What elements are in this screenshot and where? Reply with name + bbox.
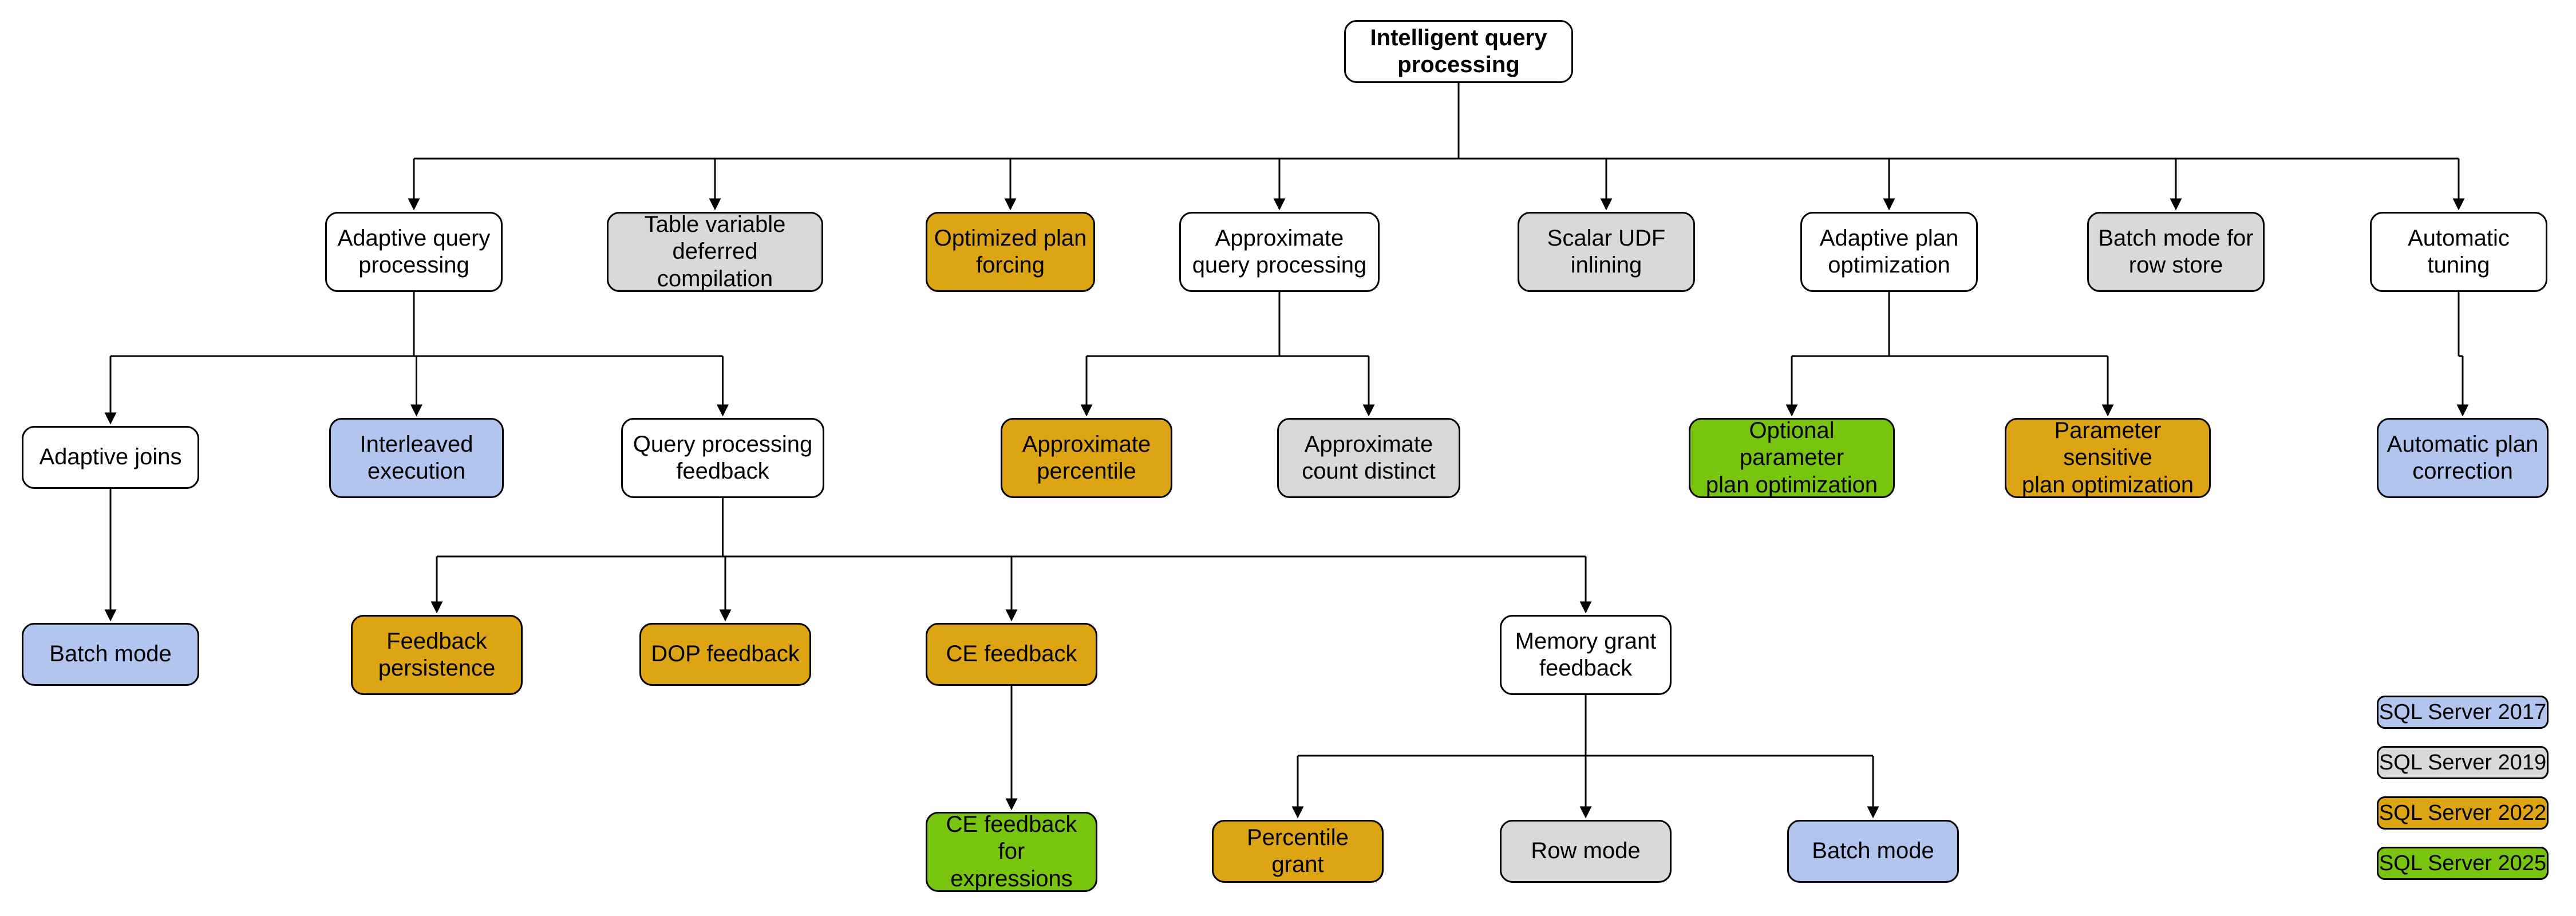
node-table-variable-deferred-compilation[interactable]: Table variable deferred compilation xyxy=(607,212,823,292)
node-batch-mode-aj[interactable]: Batch mode xyxy=(22,623,199,686)
node-automatic-plan-correction[interactable]: Automatic plan correction xyxy=(2377,418,2549,498)
node-ce-feedback[interactable]: CE feedback xyxy=(926,623,1097,686)
node-adaptive-plan-optimization[interactable]: Adaptive plan optimization xyxy=(1800,212,1978,292)
legend-item-1: SQL Server 2019 xyxy=(2377,746,2549,779)
node-optional-parameter-plan-optimization[interactable]: Optional parameter plan optimization xyxy=(1689,418,1895,498)
node-automatic-tuning[interactable]: Automatic tuning xyxy=(2370,212,2547,292)
node-adaptive-query-processing[interactable]: Adaptive query processing xyxy=(325,212,503,292)
node-root[interactable]: Intelligent query processing xyxy=(1344,20,1573,83)
node-dop-feedback[interactable]: DOP feedback xyxy=(639,623,811,686)
legend-item-3: SQL Server 2025 xyxy=(2377,847,2549,880)
node-approximate-percentile[interactable]: Approximate percentile xyxy=(1001,418,1172,498)
node-row-mode[interactable]: Row mode xyxy=(1500,820,1672,883)
node-feedback-persistence[interactable]: Feedback persistence xyxy=(351,615,523,695)
node-ce-feedback-for-expressions[interactable]: CE feedback for expressions xyxy=(926,812,1097,892)
node-query-processing-feedback[interactable]: Query processing feedback xyxy=(621,418,824,498)
node-approximate-count-distinct[interactable]: Approximate count distinct xyxy=(1277,418,1460,498)
node-optimized-plan-forcing[interactable]: Optimized plan forcing xyxy=(926,212,1095,292)
node-approximate-query-processing[interactable]: Approximate query processing xyxy=(1179,212,1380,292)
node-batch-mode-mgf[interactable]: Batch mode xyxy=(1787,820,1959,883)
node-percentile-grant[interactable]: Percentile grant xyxy=(1212,820,1384,883)
node-adaptive-joins[interactable]: Adaptive joins xyxy=(22,426,199,489)
node-interleaved-execution[interactable]: Interleaved execution xyxy=(329,418,504,498)
node-memory-grant-feedback[interactable]: Memory grant feedback xyxy=(1500,615,1672,695)
node-scalar-udf-inlining[interactable]: Scalar UDF inlining xyxy=(1518,212,1695,292)
node-parameter-sensitive-plan-optimization[interactable]: Parameter sensitive plan optimization xyxy=(2005,418,2211,498)
node-batch-mode-for-row-store[interactable]: Batch mode for row store xyxy=(2087,212,2265,292)
legend-item-0: SQL Server 2017 xyxy=(2377,696,2549,729)
legend-item-2: SQL Server 2022 xyxy=(2377,796,2549,830)
